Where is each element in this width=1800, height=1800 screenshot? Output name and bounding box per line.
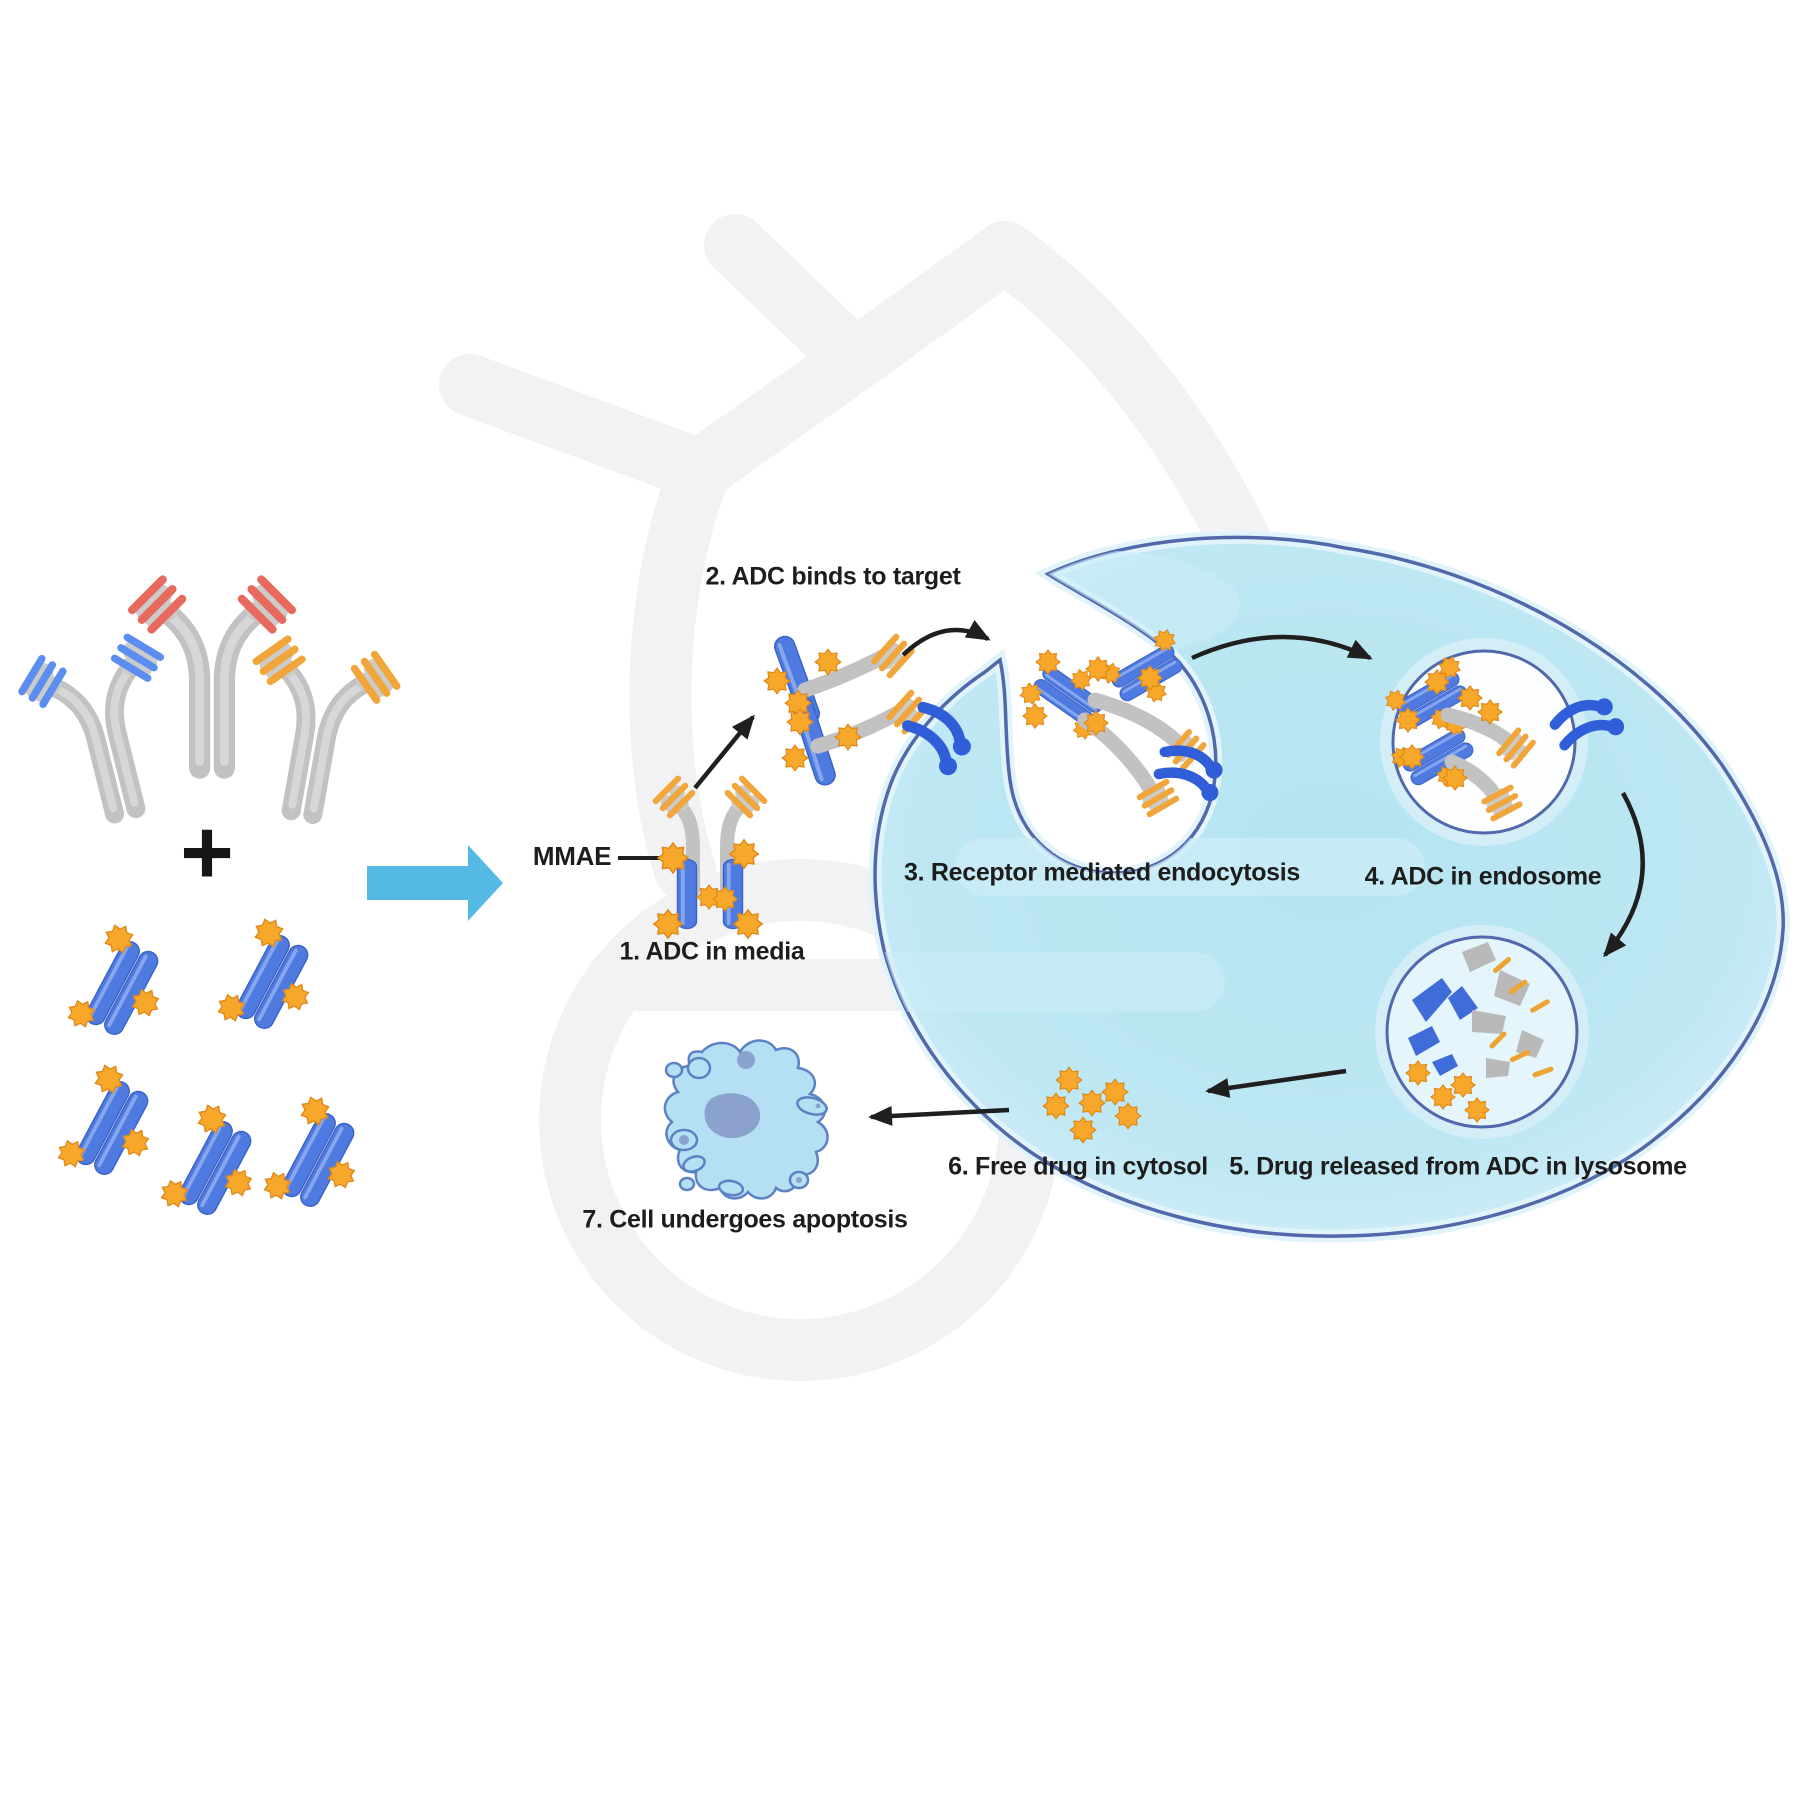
antibody-blue (9, 624, 200, 829)
step3-label: 3. Receptor mediated endocytosis (903, 858, 1301, 887)
step2-label: 2. ADC binds to target (705, 562, 961, 591)
step6-label: 6. Free drug in cytosol (948, 1152, 1208, 1181)
big-arrow-icon (367, 845, 503, 921)
adc-binding-complex (763, 632, 978, 789)
lysosome-debris (1405, 942, 1554, 1123)
antibody-orange (227, 628, 408, 826)
arrow-step4-to-step5 (1603, 791, 1645, 958)
adc-in-media (651, 774, 769, 939)
plus-sign: + (180, 801, 234, 904)
step4-label: 4. ADC in endosome (1364, 862, 1602, 891)
drug-molecule (211, 914, 335, 1050)
arrow-step1-to-step2 (693, 714, 755, 790)
step5-label: 5. Drug released from ADC in lysosome (1229, 1152, 1687, 1181)
apoptotic-cell (663, 1039, 829, 1200)
drug-molecules (51, 914, 381, 1236)
drug-molecule (61, 920, 185, 1056)
adc-in-endocytic-pit (1016, 626, 1227, 819)
arrow-step3-to-step4 (1191, 634, 1373, 661)
endosome (1380, 638, 1588, 846)
mmae-label: MMAE (532, 841, 612, 872)
adc-in-endosome (1381, 653, 1627, 823)
mmae-star (657, 842, 689, 874)
step1-label: 1. ADC in media (619, 937, 805, 966)
drug-molecule (154, 1100, 278, 1236)
arrow-step2-to-step3 (901, 620, 991, 657)
drug-molecule (257, 1092, 381, 1228)
step7-label: 7. Cell undergoes apoptosis (582, 1205, 908, 1234)
arrow-step5-to-step6 (1205, 1068, 1347, 1098)
arrow-step6-to-step7 (868, 1105, 1010, 1126)
drug-molecule (51, 1060, 175, 1196)
